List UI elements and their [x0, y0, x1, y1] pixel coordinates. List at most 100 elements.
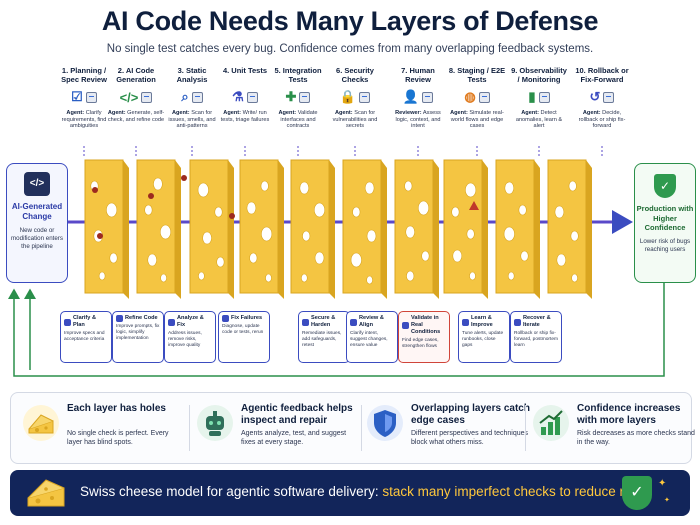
insight-holes: Each layer has holes No single check is …	[23, 401, 183, 457]
layer-icons: ⌕	[163, 86, 221, 108]
agent-description: Agent: Clarify requirements, find ambigu…	[61, 110, 107, 130]
feedback-desc: Improve prompts, fix logic, simplify imp…	[116, 324, 160, 341]
insight-title: Agentic feedback helps inspect and repai…	[241, 403, 353, 426]
robot-icon	[141, 91, 153, 103]
cheese-slice	[443, 159, 488, 299]
feedback-desc: Clarify intent, suggest changes, ensure …	[350, 331, 388, 348]
layer-header: 2. AI Code Generation</>Agent: Generate,…	[107, 66, 165, 123]
cheese-hole	[90, 180, 99, 192]
feedback-desc: Address issues, remove risks, improve qu…	[168, 331, 202, 348]
cheese-hole	[406, 270, 415, 282]
cheese-hole	[421, 250, 430, 262]
cheese-slice	[136, 159, 181, 299]
layer-title: 9. Observability / Monitoring	[511, 66, 567, 84]
layer-header: 7. Human Review👤Reviewer: Assess logic, …	[389, 66, 447, 130]
agent-description: Agent: Validate interfaces and contracts	[278, 110, 318, 130]
magnifier-icon: ⌕	[181, 89, 189, 104]
feedback-icon	[64, 318, 71, 326]
cheese-slice	[84, 159, 129, 299]
robot-icon	[246, 91, 258, 103]
shield-icon	[367, 405, 403, 441]
cheese-hole	[265, 273, 272, 283]
feedback-title: Validate in Real Conditions	[411, 315, 441, 335]
cheese-hole	[571, 273, 578, 283]
layer-icons: ☑	[55, 86, 113, 108]
cheese-hole	[469, 271, 476, 281]
cheese-slice	[290, 159, 335, 299]
cheese-hole	[160, 273, 167, 283]
insight-confidence: Confidence increases with more layers Ri…	[533, 401, 695, 457]
feedback-title: Secure & Harden	[311, 315, 336, 328]
cheese-hole	[299, 181, 310, 195]
warning-icon	[469, 201, 479, 210]
cheese-hole	[249, 252, 258, 264]
code-icon: </>	[119, 89, 139, 105]
ai-generated-change-card: </> AI-Generated Change New code or modi…	[6, 163, 68, 283]
cheese-hole	[518, 204, 527, 216]
robot-icon	[478, 91, 490, 103]
robot-icon	[85, 91, 97, 103]
feedback-icon	[402, 322, 409, 329]
cheese-slice	[394, 159, 439, 299]
feedback-desc: Rollback or ship fix-forward, postmortem…	[514, 331, 558, 348]
cheese-hole	[556, 253, 567, 267]
layer-title: 4. Unit Tests	[222, 66, 268, 75]
robot-icon	[538, 91, 550, 103]
bug-icon	[97, 233, 103, 239]
cheese-hole	[364, 181, 375, 195]
robot-icon	[197, 405, 233, 441]
layer-icons: ◍	[448, 86, 506, 108]
layer-header: 5. Integration Tests ✚ Agent: Validate int…	[269, 66, 327, 130]
cheese-hole	[147, 253, 157, 267]
page-title: AI Code Needs Many Layers of Defense	[101, 6, 599, 36]
layer-icons: 👤	[389, 86, 447, 108]
layer-title: 5. Integration Tests	[274, 66, 322, 84]
cheese-hole	[106, 202, 118, 218]
person-icon: 👤	[402, 89, 420, 104]
feedback-desc: Remediate issues, add safeguards, retest	[302, 331, 342, 348]
cheese-hole	[93, 229, 104, 243]
cheese-hole	[352, 206, 361, 218]
feedback-icon	[222, 315, 229, 322]
agent-description: Agent: Detect anomalies, learn & alert	[515, 110, 563, 130]
feedback-icon	[462, 318, 469, 326]
bar-chart-icon: ▮	[528, 89, 536, 104]
divider	[361, 405, 362, 451]
cheese-hole	[144, 204, 153, 216]
feedback-title: Fix Failures	[231, 315, 263, 321]
cheese-hole	[314, 251, 325, 265]
page-subtitle: No single test catches every bug. Confid…	[106, 43, 594, 55]
layer-header: 3. Static Analysis⌕Agent: Scan for issue…	[163, 66, 221, 130]
code-window-icon: </>	[24, 172, 50, 196]
insight-desc: Different perspectives and techniques bl…	[411, 430, 528, 446]
layer-icons: 🔒	[326, 86, 384, 108]
layer-header: 10. Rollback or Fix-Forward↺Agent: Decid…	[573, 66, 631, 130]
insight-desc: Risk decreases as more checks stand in t…	[577, 430, 695, 446]
feedback-title: Recover & Iterate	[523, 315, 551, 328]
cheese-hole	[197, 182, 209, 198]
cheese-hole	[466, 228, 475, 240]
ai-change-title: AI-Generated Change	[11, 202, 63, 221]
feedback-title: Analyze & Fix	[177, 315, 204, 328]
robot-icon	[603, 91, 615, 103]
feedback-desc: Improve specs and acceptance criteria	[64, 331, 105, 342]
agent-description: Agent: Decide, rollback or ship fix-forw…	[578, 110, 626, 130]
divider	[189, 405, 190, 451]
cheese-hole	[520, 250, 529, 262]
growth-chart-icon	[533, 405, 569, 441]
agent-description: Agent: Write/ run tests, triage failures	[220, 110, 270, 123]
cheese-hole	[153, 177, 163, 191]
feedback-desc: Tune alerts, update runbooks, close gaps	[462, 331, 504, 348]
robot-icon	[191, 91, 203, 103]
cheese-hole	[109, 252, 118, 264]
puzzle-icon: ✚	[285, 89, 297, 104]
production-title: Production with Higher Confidence	[636, 204, 694, 232]
cheese-slice	[495, 159, 540, 299]
agent-description: Reviewer: Assess logic, context, and int…	[395, 110, 441, 130]
layer-title: 8. Staging / E2E Tests	[448, 66, 506, 84]
cheese-hole	[568, 180, 577, 192]
